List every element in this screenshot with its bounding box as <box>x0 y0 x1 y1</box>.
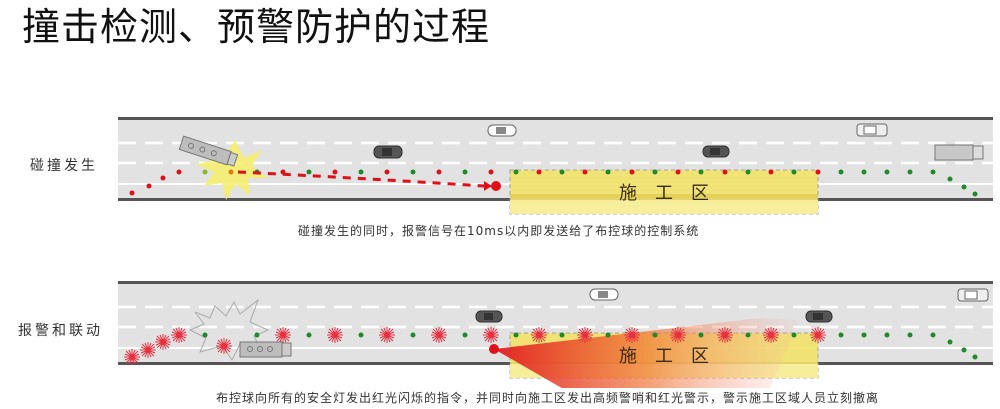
control-ball-icon <box>489 344 499 354</box>
car-icon <box>805 310 833 323</box>
stage-1-diagram: 施 工 区 <box>0 112 1000 222</box>
zone-label: 施 工 区 <box>619 346 709 367</box>
safety-lights-green <box>202 332 978 360</box>
car-icon <box>589 288 619 301</box>
page-title: 撞击检测、预警防护的过程 <box>22 5 491 49</box>
stage-1-label: 碰撞发生 <box>30 158 98 174</box>
car-icon <box>957 288 989 302</box>
car-icon <box>373 145 403 159</box>
alarm-signal-arrow <box>237 170 485 188</box>
construction-zone: 施 工 区 <box>509 169 819 215</box>
car-icon <box>487 124 517 137</box>
stage-2-caption: 布控球向所有的安全灯发出红光闪烁的指令，并同时向施工区发出高频警哨和红光警示，警… <box>216 391 880 405</box>
stage-1-caption: 碰撞发生的同时，报警信号在10ms以内即发送给了布控球的控制系统 <box>298 224 700 238</box>
car-icon <box>475 310 503 323</box>
car-icon <box>702 145 730 158</box>
safety-lights <box>129 169 978 197</box>
impact-outline-icon <box>188 298 270 361</box>
car-icon <box>856 123 888 137</box>
stage-2-diagram: 施 工 区 <box>0 278 1000 388</box>
stage-2-label: 报警和联动 <box>18 323 103 339</box>
zone-label: 施 工 区 <box>619 183 709 204</box>
crashed-truck-icon <box>239 341 292 358</box>
control-ball-icon <box>491 181 501 191</box>
truck-icon <box>934 144 984 161</box>
crashed-truck-icon <box>178 135 239 167</box>
